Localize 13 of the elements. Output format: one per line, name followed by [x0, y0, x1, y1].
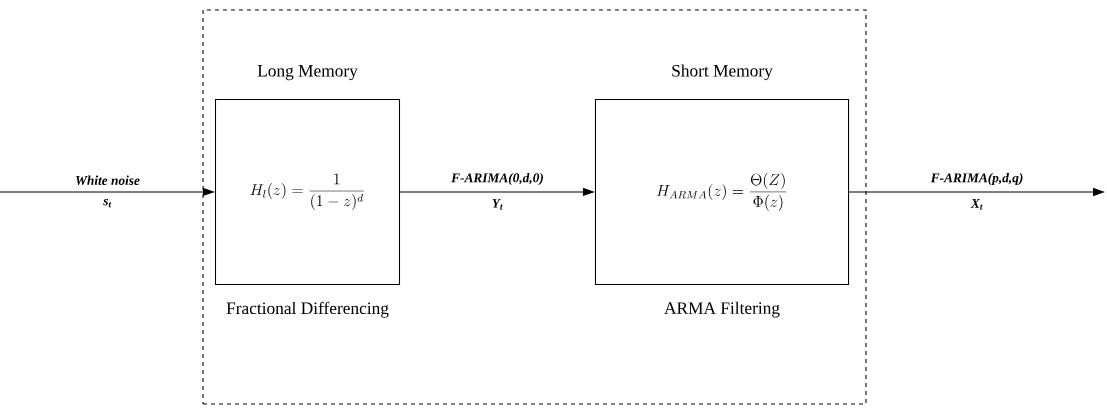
- transfer-function: $H_{l}(z)=\frac{1}{(1-z)^{d}}$: [250, 173, 364, 211]
- edge-label: F-ARIMA(0,d,0): [449, 171, 546, 187]
- signal-name: Y$_{t}$: [492, 198, 503, 210]
- edge-label: White noise: [73, 174, 142, 187]
- box-heading: Long Memory: [257, 65, 358, 81]
- dashed-frame: [202, 9, 867, 405]
- box-heading: Short Memory: [672, 64, 773, 81]
- signal-name: X$_{t}$: [970, 198, 983, 210]
- signal-name: s$_{t}$: [103, 198, 112, 208]
- transfer-function: $H_{ARMA}(z)=\frac{\Theta(Z)}{\Phi(z)}$: [656, 173, 787, 211]
- edge-label: F-ARIMA(p,d,q): [929, 171, 1025, 187]
- box-caption: Fractional Differencing: [226, 301, 389, 318]
- box-caption: ARMA Filtering: [664, 301, 780, 318]
